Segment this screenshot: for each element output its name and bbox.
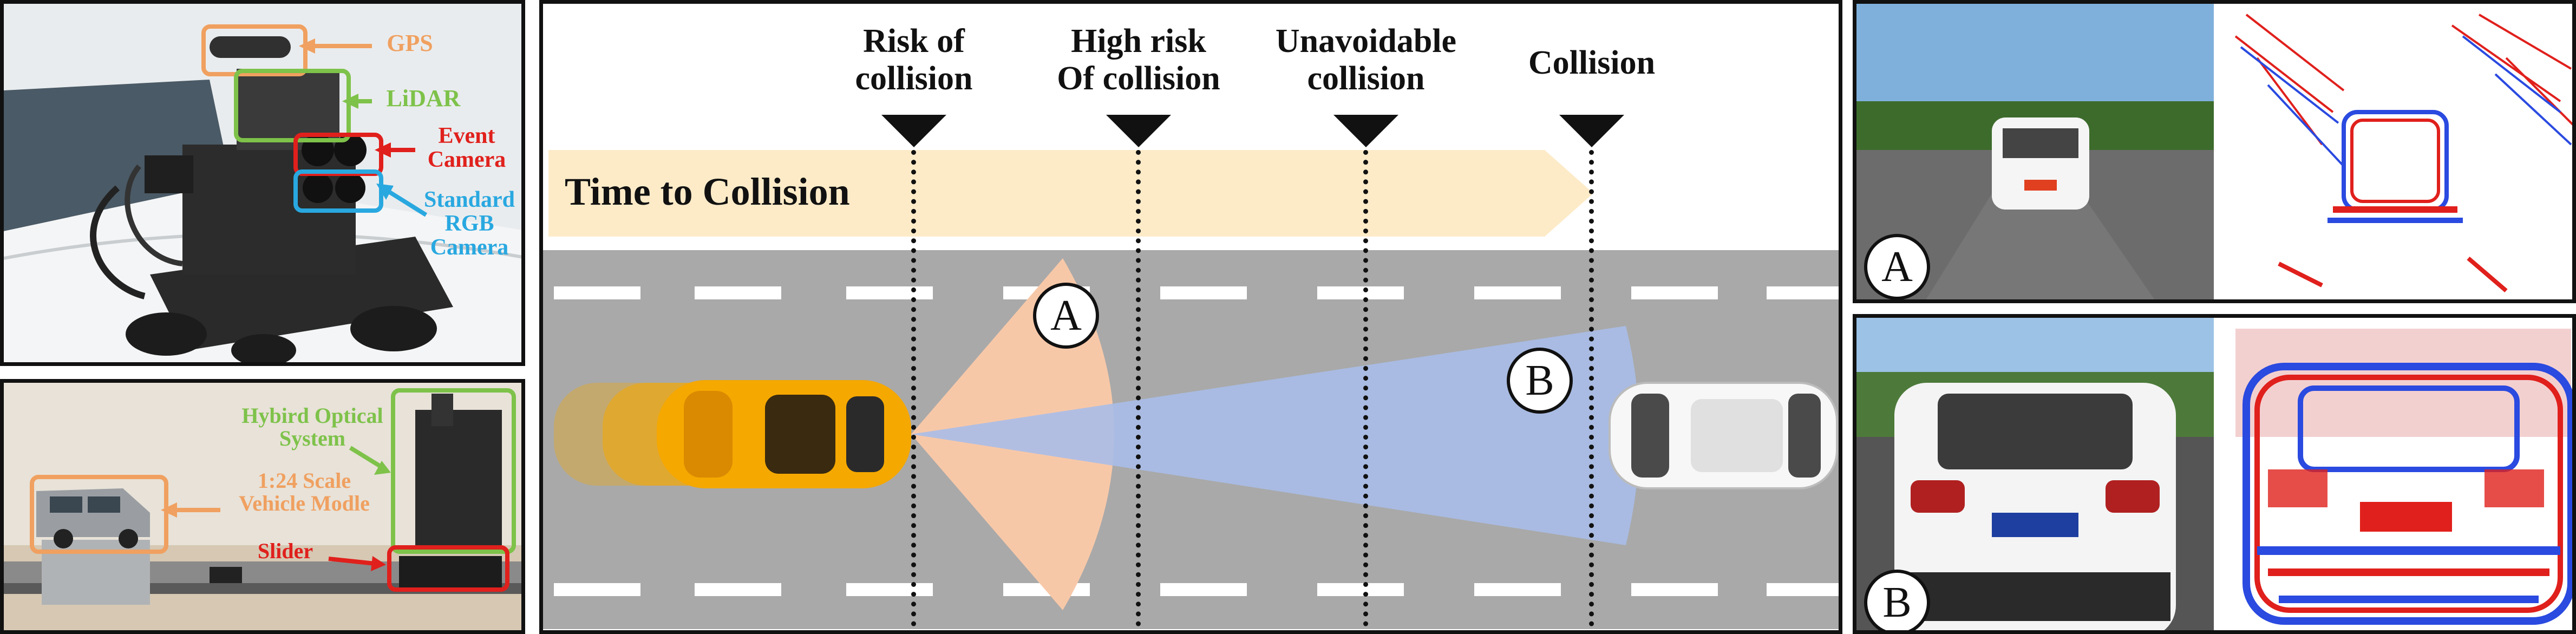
sample-a-panel: A bbox=[1853, 0, 2576, 303]
scale-model-illustration bbox=[4, 383, 521, 630]
milestone-high-risk-label: High risk Of collision bbox=[1057, 23, 1220, 97]
sensor-rig-illustration bbox=[4, 4, 521, 362]
lane-dash bbox=[1160, 286, 1247, 299]
fov-and-vehicles bbox=[554, 258, 1838, 610]
vehicle-model-label: 1:24 Scale Vehicle Modle bbox=[239, 468, 370, 515]
sample-b-tag: B bbox=[1864, 570, 1930, 630]
lane-dash bbox=[554, 583, 640, 596]
ego-vehicle bbox=[657, 380, 911, 488]
gps-highlight-box bbox=[201, 24, 308, 76]
milestone-risk-marker bbox=[881, 115, 946, 147]
scale-arrows bbox=[161, 446, 391, 571]
lane-dash bbox=[1767, 286, 1839, 299]
slider-highlight-box bbox=[387, 545, 509, 592]
milestone-collision-marker bbox=[1559, 115, 1624, 147]
lane-dash bbox=[1474, 583, 1561, 596]
lane-dash bbox=[1317, 583, 1404, 596]
milestone-risk-line bbox=[911, 150, 916, 626]
sample-b-images bbox=[1856, 318, 2572, 630]
sample-b-panel: B bbox=[1853, 314, 2576, 634]
milestone-high-risk-marker bbox=[1106, 115, 1171, 147]
optical-system-highlight-box bbox=[391, 388, 516, 554]
rgb-camera-label: Standard RGB Camera bbox=[423, 187, 515, 260]
sensor-rig-panel: GPS LiDAR Event Camera Standard RGB Came… bbox=[0, 0, 525, 366]
lane-dash bbox=[846, 286, 933, 299]
sensor-arrows bbox=[299, 38, 428, 217]
milestone-unavoidable-label: Unavoidable collision bbox=[1275, 23, 1457, 97]
event-camera-label: Event Camera bbox=[427, 123, 506, 173]
hybrid-optical-system-label: Hybird Optical System bbox=[241, 403, 383, 450]
milestone-unavoidable-line bbox=[1363, 150, 1368, 626]
lane-dash bbox=[1317, 286, 1404, 299]
zone-tag-b: B bbox=[1507, 348, 1573, 414]
ttc-diagram-panel: Time to Collision bbox=[539, 0, 1842, 634]
gps-label: GPS bbox=[387, 30, 433, 56]
lane-dash bbox=[695, 286, 781, 299]
sample-a-images bbox=[1856, 4, 2572, 299]
milestone-high-risk-line bbox=[1136, 150, 1141, 626]
lane-dash bbox=[695, 583, 781, 596]
sample-a-tag: A bbox=[1864, 234, 1930, 299]
slider-label: Slider bbox=[257, 539, 313, 563]
event-camera-highlight-box bbox=[293, 133, 383, 176]
lane-dash bbox=[1631, 286, 1718, 299]
lane-dash bbox=[1631, 583, 1718, 596]
van-highlight-box bbox=[30, 475, 168, 554]
milestone-collision-line bbox=[1589, 150, 1594, 626]
lidar-label: LiDAR bbox=[386, 85, 461, 112]
zone-tag-a: A bbox=[1033, 283, 1099, 349]
milestone-collision-label: Collision bbox=[1528, 44, 1656, 81]
lane-dash bbox=[554, 286, 640, 299]
milestone-unavoidable-marker bbox=[1333, 115, 1398, 147]
lane-dash bbox=[1767, 583, 1839, 596]
lane-dash bbox=[846, 583, 933, 596]
lidar-highlight-box bbox=[234, 69, 351, 142]
fov-zone-b bbox=[911, 326, 1639, 545]
ttc-banner-shape bbox=[548, 150, 1593, 237]
lane-dash bbox=[1474, 286, 1561, 299]
ttc-banner-label: Time to Collision bbox=[565, 170, 850, 213]
lead-vehicle bbox=[1609, 382, 1838, 489]
milestone-risk-label: Risk of collision bbox=[855, 23, 973, 97]
scale-model-panel: Hybird Optical System 1:24 Scale Vehicle… bbox=[0, 379, 525, 634]
lane-dash bbox=[1160, 583, 1247, 596]
